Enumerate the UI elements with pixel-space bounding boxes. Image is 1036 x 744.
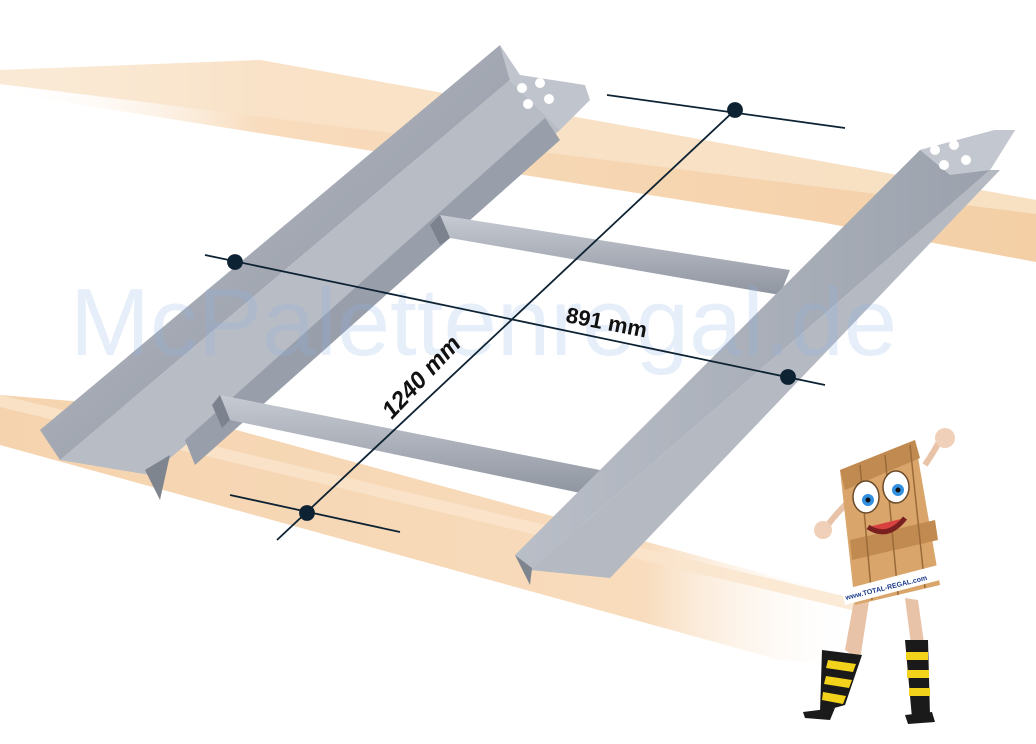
bolt-holes-left xyxy=(517,78,554,109)
dimension-endpoint xyxy=(780,369,796,385)
dimension-endpoint xyxy=(727,102,743,118)
mascot-face xyxy=(852,470,910,535)
dimension-length xyxy=(229,94,846,541)
bolt-holes-right xyxy=(930,140,971,170)
mascot-hand-right xyxy=(935,428,955,448)
watermark-text: McPalettenregal.de xyxy=(70,269,897,376)
dimension-endpoint xyxy=(299,505,315,521)
cross-bar-rear xyxy=(430,215,790,295)
mascot-pallet-character: www.TOTAL-REGAL.com xyxy=(803,428,955,724)
cross-bar-front xyxy=(212,395,600,495)
mascot-legs xyxy=(803,595,935,724)
rack-beam-front xyxy=(0,395,860,665)
right-rail xyxy=(515,130,1015,585)
dimension-width xyxy=(204,254,826,386)
dimension-endpoint xyxy=(227,254,243,270)
mascot-hand-left xyxy=(814,521,832,539)
